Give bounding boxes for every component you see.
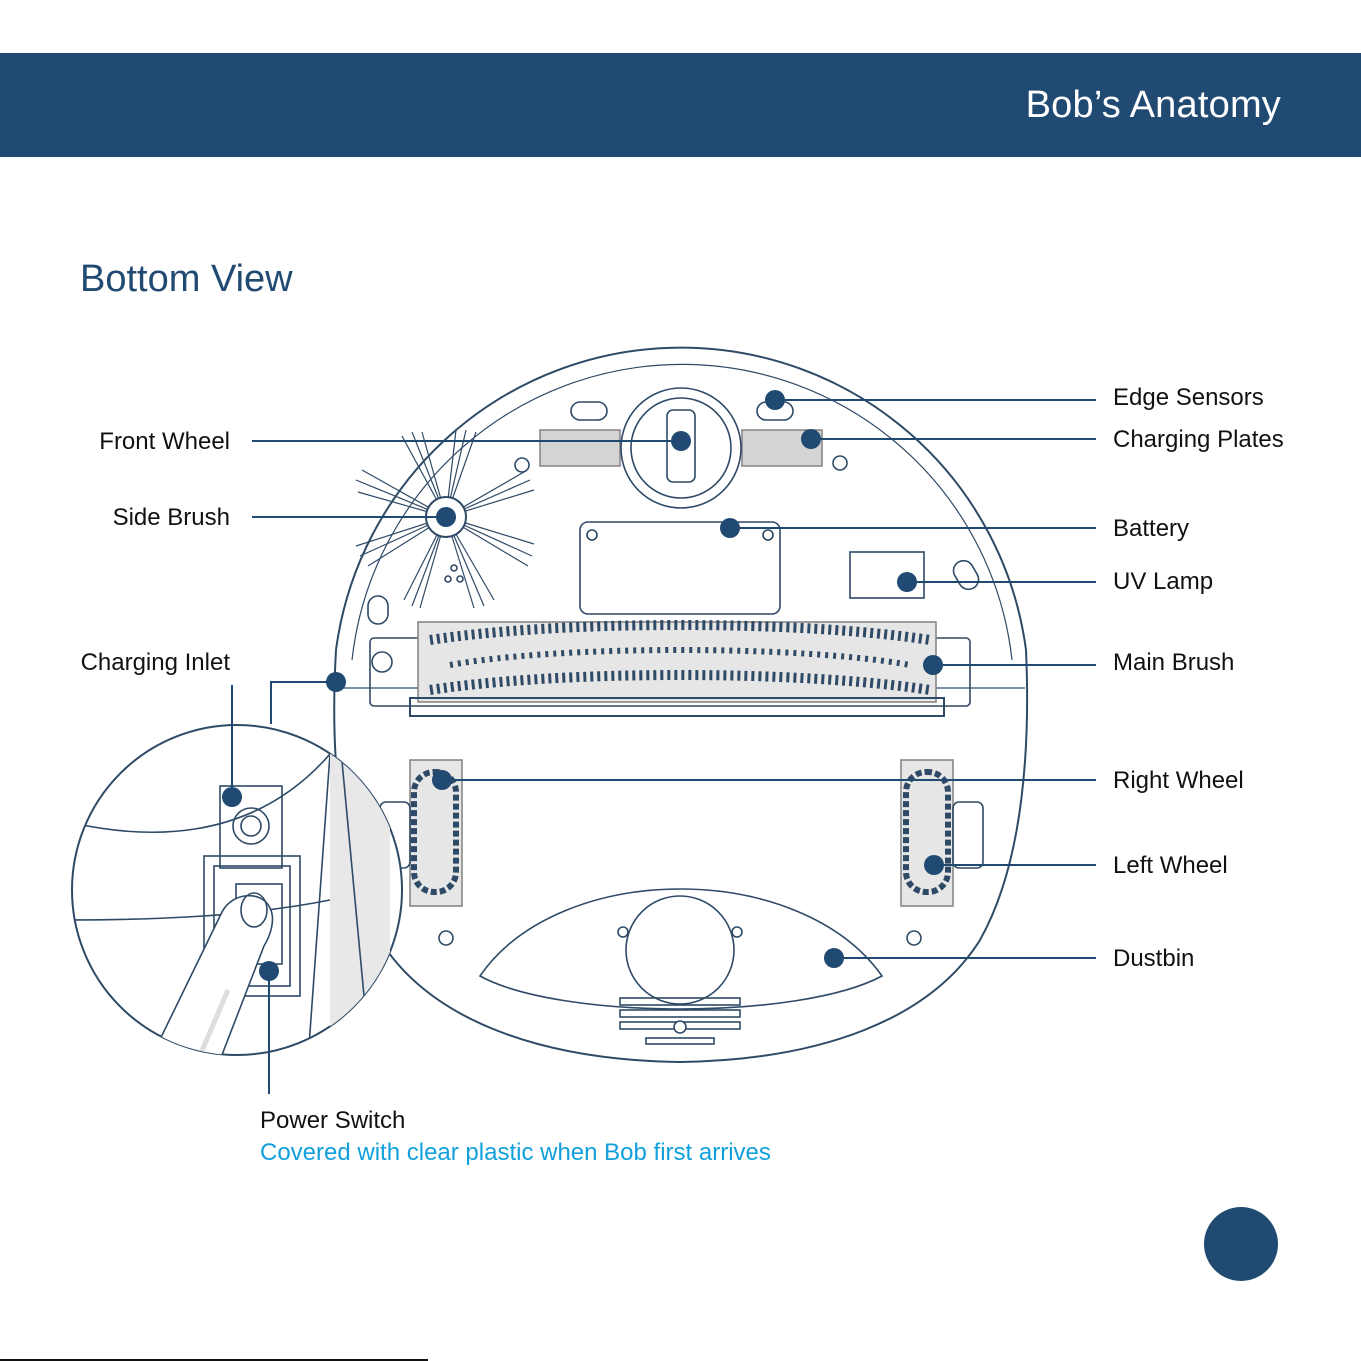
label-edge-sensors: Edge Sensors [1113,384,1264,412]
label-left-wheel: Left Wheel [1113,852,1228,880]
label-battery: Battery [1113,515,1189,543]
main-brush [370,622,970,716]
robot-body [334,348,1027,1062]
label-side-brush: Side Brush [113,504,230,532]
label-charging-plates: Charging Plates [1113,426,1284,454]
dustbin [480,889,882,1044]
label-power-switch: Power Switch [260,1107,771,1135]
power-switch-callout: Power Switch Covered with clear plastic … [260,1107,771,1167]
label-dustbin: Dustbin [1113,945,1194,973]
label-right-wheel: Right Wheel [1113,767,1244,795]
label-charging-inlet: Charging Inlet [81,649,230,677]
page-marker-dot [1204,1207,1278,1281]
label-uv-lamp: UV Lamp [1113,568,1213,596]
label-front-wheel: Front Wheel [99,428,230,456]
wheels [380,760,983,945]
label-main-brush: Main Brush [1113,649,1234,677]
power-switch-note: Covered with clear plastic when Bob firs… [260,1139,771,1167]
